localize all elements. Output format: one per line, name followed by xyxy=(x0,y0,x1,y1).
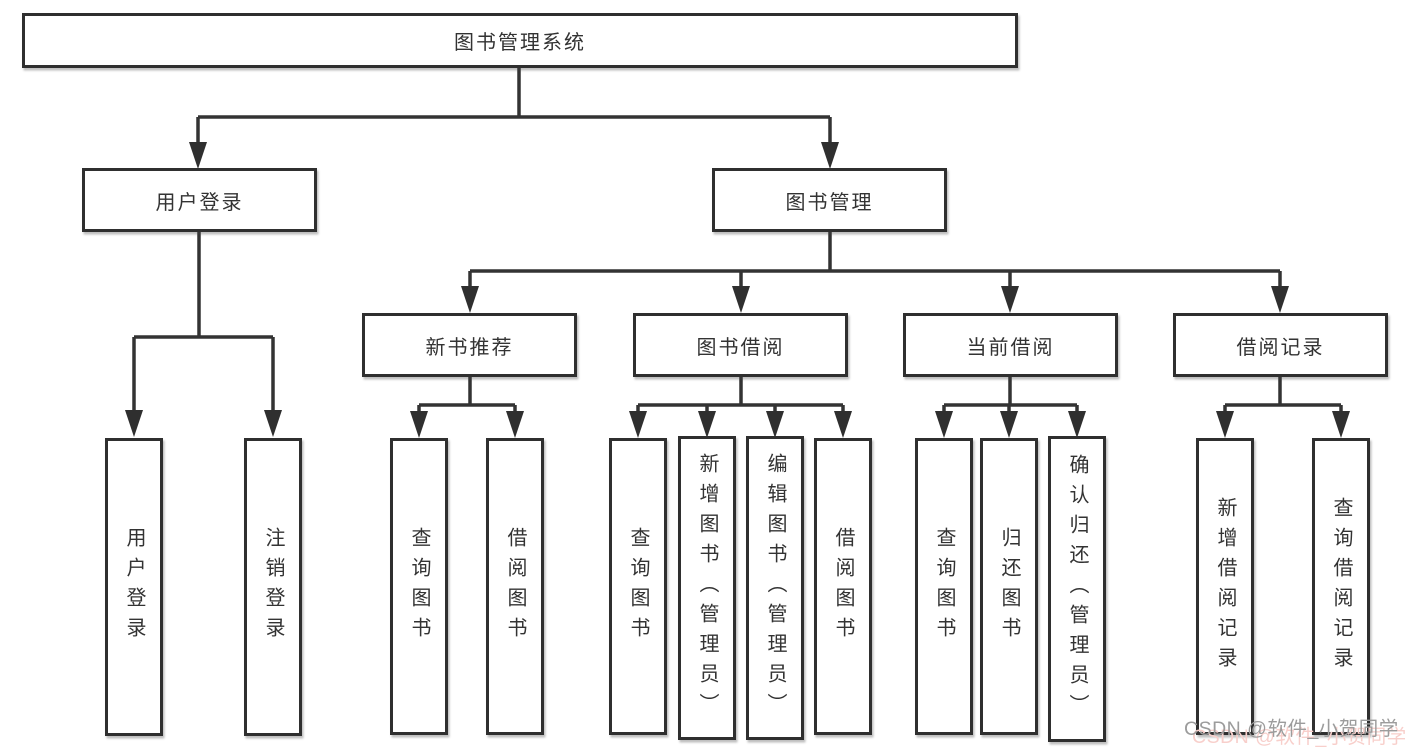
leaf-logout: 注销登录 xyxy=(244,438,302,736)
leaf-query-books-current-label: 查询图书 xyxy=(933,526,955,647)
leaf-add-borrow-record-label: 新增借阅记录 xyxy=(1214,496,1236,677)
leaf-borrow-books-label: 借阅图书 xyxy=(832,526,854,647)
arrowhead xyxy=(629,411,647,438)
arrowhead xyxy=(766,411,784,438)
leaf-query-books-recommend: 查询图书 xyxy=(390,438,448,735)
arrowhead xyxy=(1332,411,1350,438)
arrowhead xyxy=(1271,286,1289,313)
connector-borrowrecord-to-leaves xyxy=(1223,377,1343,414)
arrowheads xyxy=(125,142,1350,438)
arrowhead xyxy=(410,411,428,438)
node-current-borrow-label: 当前借阅 xyxy=(966,336,1055,359)
node-new-book-recommend-label: 新书推荐 xyxy=(425,336,514,359)
connector-currentborrow-to-leaves xyxy=(942,377,1079,414)
arrowhead xyxy=(189,142,207,169)
leaf-add-borrow-record: 新增借阅记录 xyxy=(1196,438,1254,735)
node-book-management: 图书管理 xyxy=(712,168,947,232)
arrowhead xyxy=(935,411,953,438)
node-borrow-record-label: 借阅记录 xyxy=(1236,336,1325,359)
arrowhead xyxy=(1000,411,1018,438)
connector-newbooks-to-leaves xyxy=(417,377,517,414)
connector-userlogin-to-leaves xyxy=(132,232,275,412)
node-user-login: 用户登录 xyxy=(82,168,317,232)
node-current-borrow: 当前借阅 xyxy=(903,313,1118,377)
leaf-query-books-borrow: 查询图书 xyxy=(609,438,667,735)
arrowhead xyxy=(1216,411,1234,438)
leaf-return-books: 归还图书 xyxy=(980,438,1038,735)
node-book-borrow-label: 图书借阅 xyxy=(696,336,785,359)
arrowhead xyxy=(461,286,479,313)
node-new-book-recommend: 新书推荐 xyxy=(362,313,577,377)
node-user-login-label: 用户登录 xyxy=(155,191,244,214)
connector-bookborrow-to-leaves xyxy=(636,377,845,414)
leaf-return-books-label: 归还图书 xyxy=(998,526,1020,647)
arrowhead xyxy=(125,410,143,437)
leaf-query-books-current: 查询图书 xyxy=(915,438,973,735)
leaf-confirm-return-admin-label: 确认归还（管理员） xyxy=(1066,454,1088,724)
arrowhead xyxy=(1068,411,1086,438)
arrowhead xyxy=(506,411,524,438)
node-root-label: 图书管理系统 xyxy=(454,32,586,54)
leaf-edit-book-admin: 编辑图书（管理员） xyxy=(746,436,804,740)
arrowhead xyxy=(834,411,852,438)
arrowhead xyxy=(821,142,839,169)
leaf-borrow-books-recommend: 借阅图书 xyxy=(486,438,544,735)
leaf-confirm-return-admin: 确认归还（管理员） xyxy=(1048,436,1106,742)
leaf-borrow-books-recommend-label: 借阅图书 xyxy=(504,526,526,647)
leaf-user-login: 用户登录 xyxy=(105,438,163,736)
leaf-edit-book-admin-label: 编辑图书（管理员） xyxy=(764,453,786,723)
arrowhead xyxy=(1001,286,1019,313)
node-book-borrow: 图书借阅 xyxy=(633,313,848,377)
connector-bookmgmt-to-level3 xyxy=(468,232,1282,288)
arrowhead xyxy=(264,410,282,437)
node-root-system: 图书管理系统 xyxy=(22,13,1018,68)
leaf-borrow-books: 借阅图书 xyxy=(814,438,872,735)
leaf-user-login-label: 用户登录 xyxy=(123,527,145,647)
connector-root-to-level2 xyxy=(196,68,832,144)
leaf-logout-label: 注销登录 xyxy=(262,527,284,647)
leaf-add-book-admin-label: 新增图书（管理员） xyxy=(696,453,718,723)
csdn-watermark: CSDN @软件_小贺同学 xyxy=(1184,718,1399,740)
leaf-add-book-admin: 新增图书（管理员） xyxy=(678,436,736,740)
leaf-query-borrow-record: 查询借阅记录 xyxy=(1312,438,1370,735)
leaf-query-borrow-record-label: 查询借阅记录 xyxy=(1330,496,1352,677)
leaf-query-books-borrow-label: 查询图书 xyxy=(627,526,649,647)
arrowhead xyxy=(698,411,716,438)
arrowhead xyxy=(732,286,750,313)
leaf-query-books-recommend-label: 查询图书 xyxy=(408,526,430,647)
node-book-management-label: 图书管理 xyxy=(785,191,874,214)
node-borrow-record: 借阅记录 xyxy=(1173,313,1388,377)
